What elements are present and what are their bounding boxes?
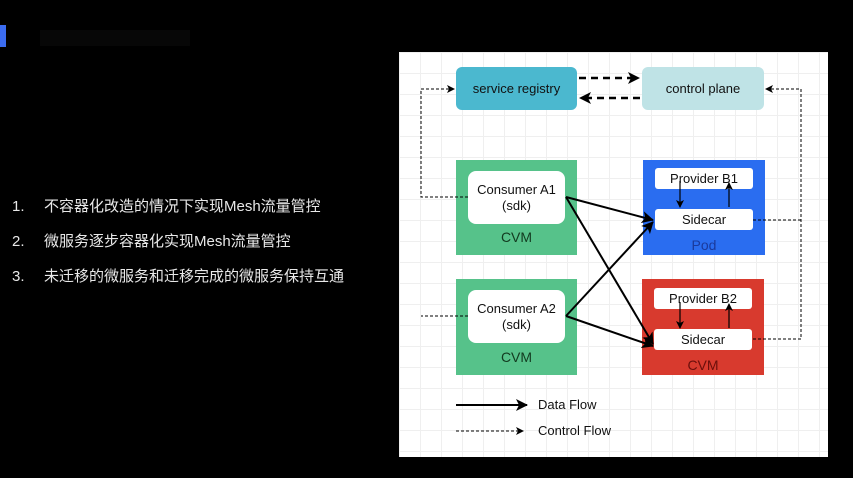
list-item: 3. 未迁移的微服务和迁移完成的微服务保持互通 [12,266,344,301]
consumer-a2-cvm-box: Consumer A2 (sdk) CVM [456,279,577,375]
provider-b2-node: Provider B2 [654,288,752,309]
a1-to-b2-data-flow [565,196,654,345]
provider-b2-host-label: CVM [687,357,719,373]
consumer-a1-sub: (sdk) [502,197,531,213]
list-number: 3. [12,268,25,285]
consumer-a1-host-label: CVM [500,229,533,245]
architecture-diagram: service registry control plane Consumer … [399,52,828,457]
list-number: 2. [12,233,25,250]
list-text: 不容器化改造的情况下实现Mesh流量管控 [44,198,321,215]
consumer-a1-node: Consumer A1 (sdk) [468,171,565,224]
provider-b2-cvm-box: Provider B2 Sidecar CVM [642,279,764,375]
consumer-a1-label: Consumer A1 [477,181,556,197]
title-accent-bar [0,25,6,47]
consumer-a2-host-label: CVM [500,349,533,365]
a2-to-b1-data-flow [565,221,654,317]
legend-control-flow-label: Control Flow [538,423,611,438]
consumer-a1-cvm-box: Consumer A1 (sdk) CVM [456,160,577,255]
provider-b1-node: Provider B1 [655,168,753,189]
list-item: 1. 不容器化改造的情况下实现Mesh流量管控 [12,196,344,231]
a1-to-b1-data-flow [565,196,654,223]
list-text: 未迁移的微服务和迁移完成的微服务保持互通 [44,268,345,285]
provider-b1-pod-box: Provider B1 Sidecar Pod [643,160,765,255]
service-registry-node: service registry [456,67,577,110]
list-number: 1. [12,198,25,215]
provider-b1-sidecar: Sidecar [655,209,753,230]
control-plane-node: control plane [642,67,764,110]
feature-list: 1. 不容器化改造的情况下实现Mesh流量管控 2. 微服务逐步容器化实现Mes… [12,196,344,301]
consumer-a2-sub: (sdk) [502,316,531,332]
list-item: 2. 微服务逐步容器化实现Mesh流量管控 [12,231,344,266]
provider-b1-host-label: Pod [691,237,717,253]
a2-to-b2-data-flow [565,315,654,349]
provider-b2-sidecar: Sidecar [654,329,752,350]
legend-data-flow-label: Data Flow [538,397,597,412]
slide-title-placeholder [40,30,190,46]
list-text: 微服务逐步容器化实现Mesh流量管控 [44,233,291,250]
consumer-a2-label: Consumer A2 [477,300,556,316]
consumer-a2-node: Consumer A2 (sdk) [468,290,565,343]
